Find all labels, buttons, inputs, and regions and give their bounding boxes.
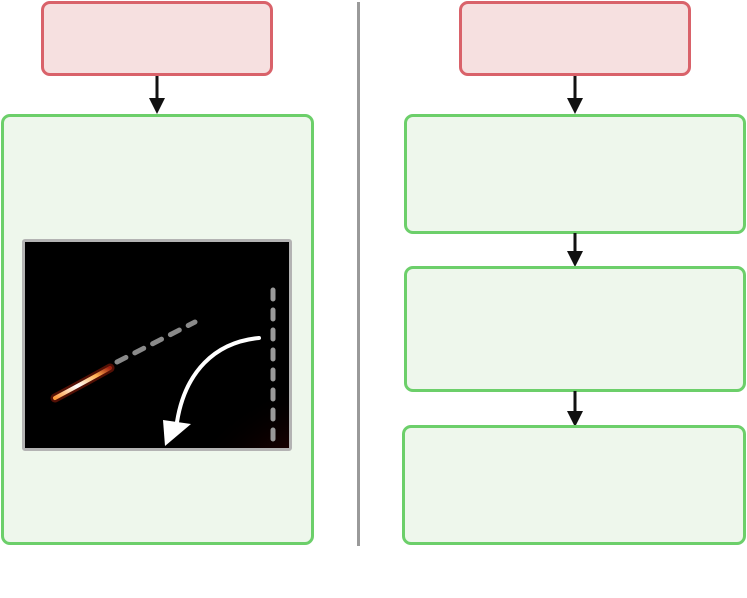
right-stage-box-2 (404, 266, 746, 392)
right-stage-box-1 (404, 114, 746, 234)
red-glow-region (159, 358, 289, 448)
dashed-trace-diagonal (114, 319, 198, 365)
column-divider (357, 2, 360, 546)
arrow-down-icon (567, 76, 583, 114)
right-stage-box-3 (402, 425, 746, 545)
heatmap-image (22, 239, 292, 451)
arrow-down-icon (149, 76, 165, 114)
right-input-box (459, 1, 691, 76)
curved-arrow-icon (175, 336, 261, 424)
left-input-box (41, 1, 273, 76)
arrow-down-icon (567, 233, 583, 267)
arrow-down-icon (567, 391, 583, 427)
